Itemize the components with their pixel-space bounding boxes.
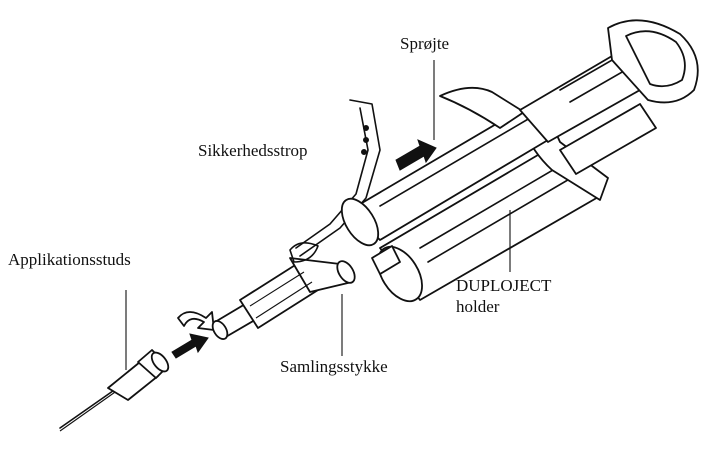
label-duploject-line2: holder: [456, 297, 500, 316]
label-sprojte: Sprøjte: [400, 34, 450, 53]
leader-lines: [125, 60, 511, 370]
label-samlingsstykke: Samlingsstykke: [280, 357, 388, 376]
applicator-tip: [59, 349, 170, 432]
syringe-front: [371, 117, 609, 303]
assembly-arrows: [171, 311, 215, 359]
safety-strap: [289, 99, 381, 263]
rotation-arrow: [395, 139, 437, 171]
mixing-piece: [211, 257, 356, 340]
label-duploject-line1: DUPLOJECT: [456, 276, 552, 295]
label-sikkerhedsstrop: Sikkerhedsstrop: [198, 141, 308, 160]
plunger-holder: [519, 19, 699, 175]
label-applikationsstuds: Applikationsstuds: [8, 250, 131, 269]
